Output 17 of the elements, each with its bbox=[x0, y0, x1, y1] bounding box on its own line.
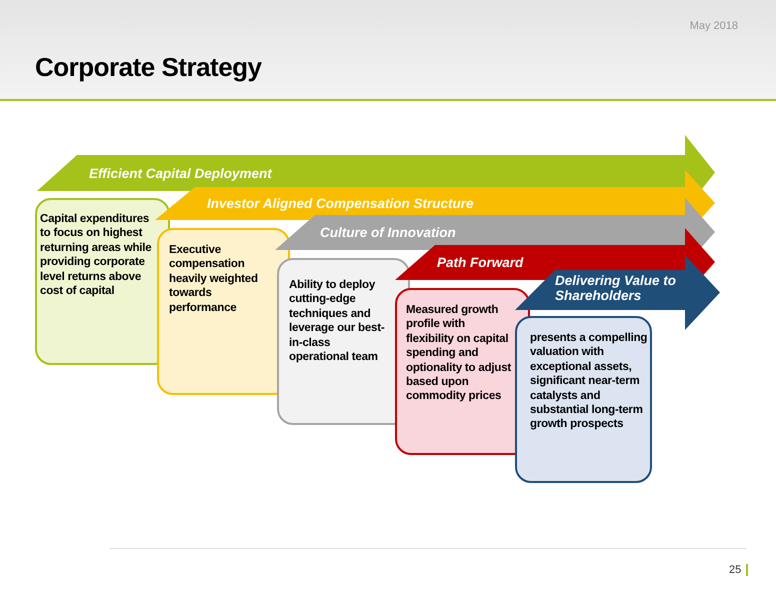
card-text: Executive compensation heavily weighted towards performance bbox=[169, 243, 259, 316]
date-label: May 2018 bbox=[690, 20, 738, 32]
arrow-heading: Efficient Capital Deployment bbox=[89, 166, 274, 180]
card-text: presents a compelling valuation with exceptional assets, significant near-term catalysts and substantial long-term growth prospects bbox=[530, 331, 648, 432]
slide-title: Corporate Strategy bbox=[35, 52, 262, 83]
text-card bbox=[395, 288, 530, 455]
card-text: Measured growth profile with flexibility on capital spending and optionality to adjust based upon commodity prices bbox=[406, 303, 512, 404]
text-card bbox=[515, 316, 652, 483]
text-card bbox=[35, 198, 170, 365]
card-text: Ability to deploy cutting-edge techniques and leverage our best-in-class operational team bbox=[289, 278, 386, 364]
page-number: 25 bbox=[729, 564, 748, 576]
text-card bbox=[157, 228, 290, 395]
arrow-heading: Path Forward bbox=[437, 255, 524, 270]
card-text: Capital expenditures to focus on highest returning areas while providing corporate level returns above cost of capital bbox=[40, 212, 152, 298]
arrow-heading: Delivering Value to Shareholders bbox=[555, 273, 678, 303]
arrow-heading: Investor Aligned Compensation Structure bbox=[207, 196, 475, 211]
arrow-heading: Culture of Innovation bbox=[320, 225, 457, 240]
